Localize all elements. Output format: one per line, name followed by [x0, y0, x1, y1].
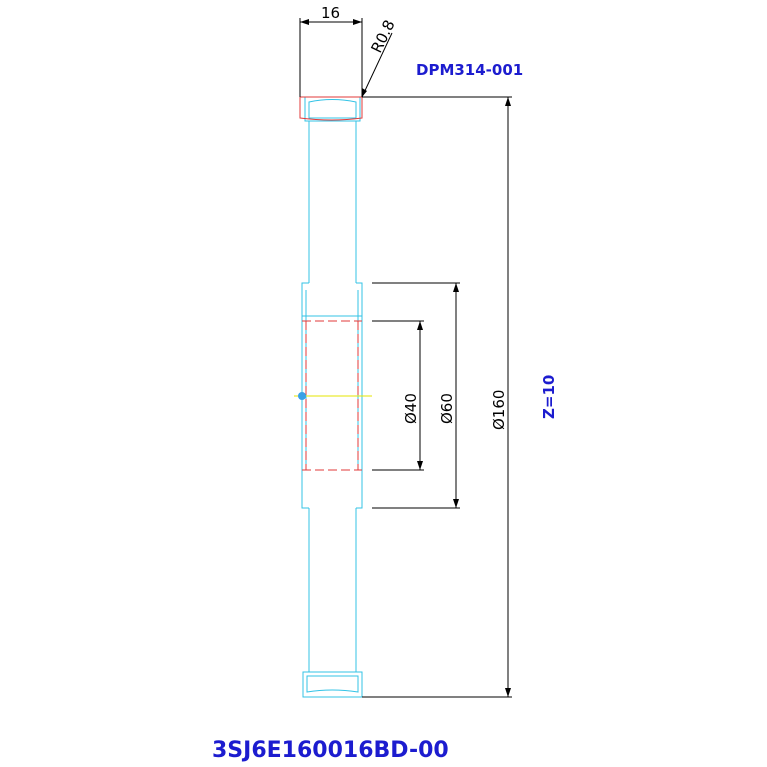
center-mark [294, 392, 372, 400]
hub-upper [301, 282, 363, 317]
hidden-lines [299, 96, 363, 471]
top-rim-profile [299, 96, 363, 121]
dimension-arrows [300, 19, 511, 697]
radius-dimension: R0.8 [367, 17, 398, 56]
width-dimension: 16 [321, 4, 340, 22]
part-outline [301, 96, 363, 698]
hub-lower [301, 475, 363, 509]
center-point [298, 392, 306, 400]
drawing-number-label: 3SJ6E160016BD-00 [212, 738, 449, 763]
bottom-rim [302, 671, 363, 698]
part-code-label: DPM314-001 [416, 61, 523, 79]
outer-diameter-dimension: Ø160 [490, 390, 508, 430]
top-rim-inner [308, 99, 357, 119]
top-rim [304, 96, 361, 122]
bore-diameter-dimension: Ø40 [402, 393, 420, 424]
bottom-rim-inner [306, 675, 359, 693]
hub-diameter-dimension: Ø60 [438, 393, 456, 424]
teeth-label: Z=10 [540, 375, 558, 419]
dimension-lines [299, 18, 512, 698]
